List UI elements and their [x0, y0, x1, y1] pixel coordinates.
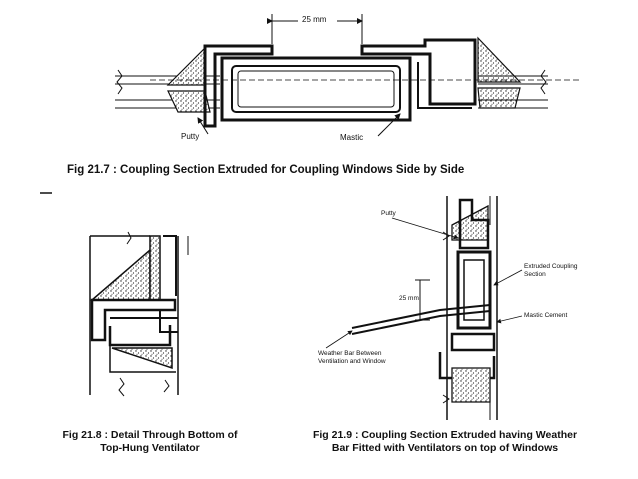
fig-21-9-putty-label: Putty — [381, 210, 396, 217]
fig-21-9-coupling-label: Extruded Coupling Section — [524, 263, 577, 278]
fig-21-9-caption-line2: Bar Fitted with Ventilators on top of Wi… — [331, 442, 559, 454]
fig-21-9-coupling-line1: Extruded Coupling — [524, 263, 578, 270]
fig-21-8-caption: Fig 21.8 : Detail Through Bottom of Top-… — [40, 429, 260, 455]
fig-21-9-coupling-line2: Section — [524, 270, 546, 278]
fig-21-8-caption-line2: Top-Hung Ventilator — [100, 442, 200, 454]
fig-21-7-dimension: 25 mm — [302, 15, 327, 24]
fig-21-7-caption: Fig 21.7 : Coupling Section Extruded for… — [67, 164, 465, 176]
fig-21-9-dimension: 25 mm — [399, 295, 419, 302]
fig-21-7-mastic-label: Mastic — [340, 133, 364, 142]
fig-21-9-mastic-label: Mastic Cement — [524, 312, 568, 319]
fig-21-8-drawing — [89, 231, 189, 397]
fig-21-9-caption-line1: Fig 21.9 : Coupling Section Extruded hav… — [312, 429, 578, 441]
fig-21-9-weather-label: Weather Bar Between Ventilation and Wind… — [318, 350, 386, 365]
fig-21-7-drawing — [115, 14, 580, 137]
fig-21-8-caption-line1: Fig 21.8 : Detail Through Bottom of — [62, 429, 238, 441]
fig-21-9-drawing — [325, 196, 523, 420]
fig-21-7-putty-label: Putty — [181, 132, 200, 141]
fig-21-9-weather-line1: Weather Bar Between — [318, 350, 382, 357]
fig-21-9-weather-line2: Ventilation and Window — [318, 357, 386, 365]
fig-21-9-caption: Fig 21.9 : Coupling Section Extruded hav… — [282, 429, 608, 455]
